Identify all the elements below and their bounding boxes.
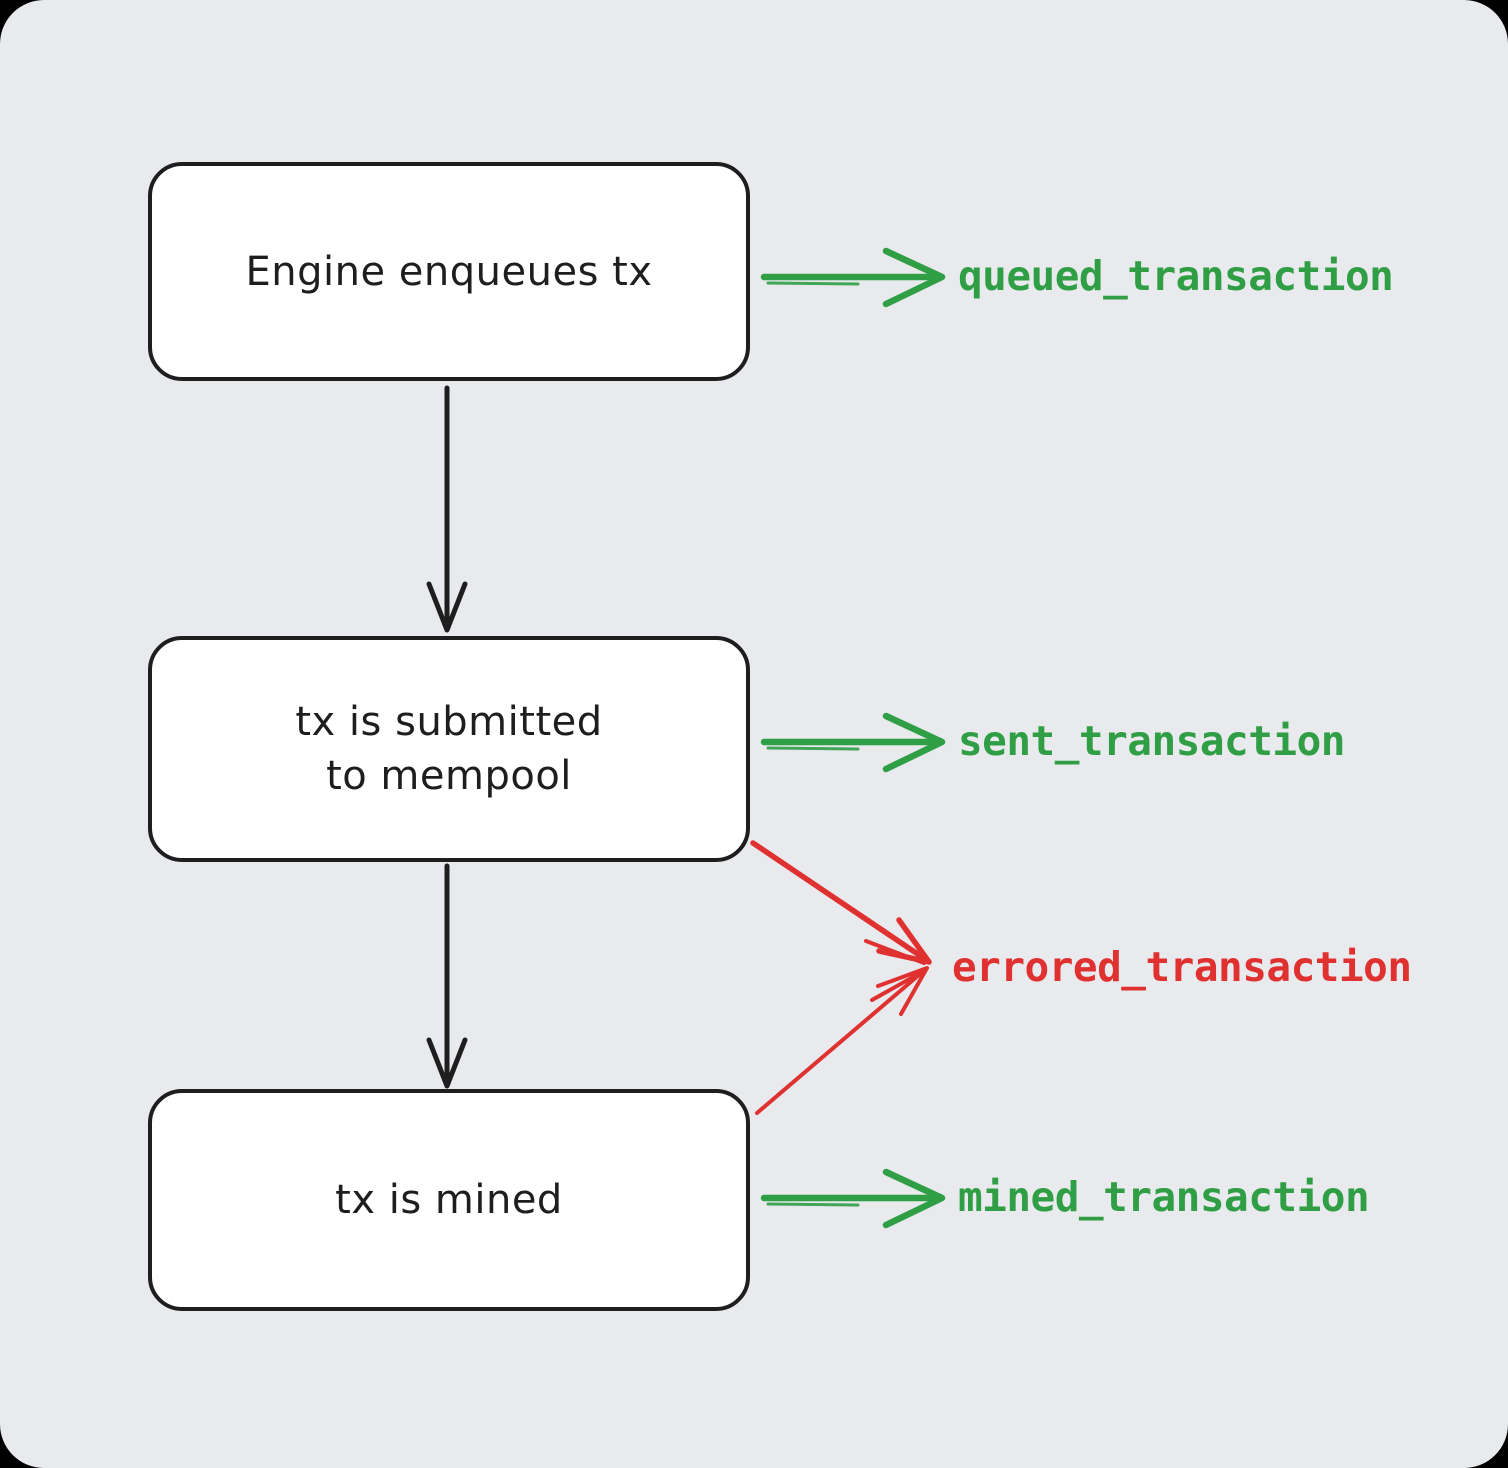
event-arrow-mined bbox=[760, 1168, 946, 1229]
event-arrow-queued bbox=[760, 247, 946, 308]
node-tx-is-mined: tx is mined bbox=[148, 1089, 750, 1311]
event-label-mined-transaction: mined_transaction bbox=[958, 1173, 1370, 1222]
event-arrow-errored-from-submit bbox=[750, 840, 932, 965]
event-label-queued-transaction: queued_transaction bbox=[958, 252, 1394, 301]
event-label-errored-transaction: errored_transaction bbox=[952, 943, 1412, 992]
node-label: tx is submitted to mempool bbox=[295, 699, 603, 799]
node-label: Engine enqueues tx bbox=[245, 248, 653, 295]
node-tx-submitted-to-mempool: tx is submitted to mempool bbox=[148, 636, 750, 862]
event-label-sent-transaction: sent_transaction bbox=[958, 717, 1345, 766]
event-arrow-errored-from-mined bbox=[755, 966, 929, 1115]
flow-arrow-enqueue-to-submit bbox=[426, 385, 468, 633]
node-label: tx is mined bbox=[335, 1177, 563, 1223]
flow-arrow-submit-to-mined bbox=[426, 863, 468, 1089]
event-arrow-sent bbox=[760, 712, 946, 773]
node-engine-enqueues-tx: Engine enqueues tx bbox=[148, 162, 750, 381]
